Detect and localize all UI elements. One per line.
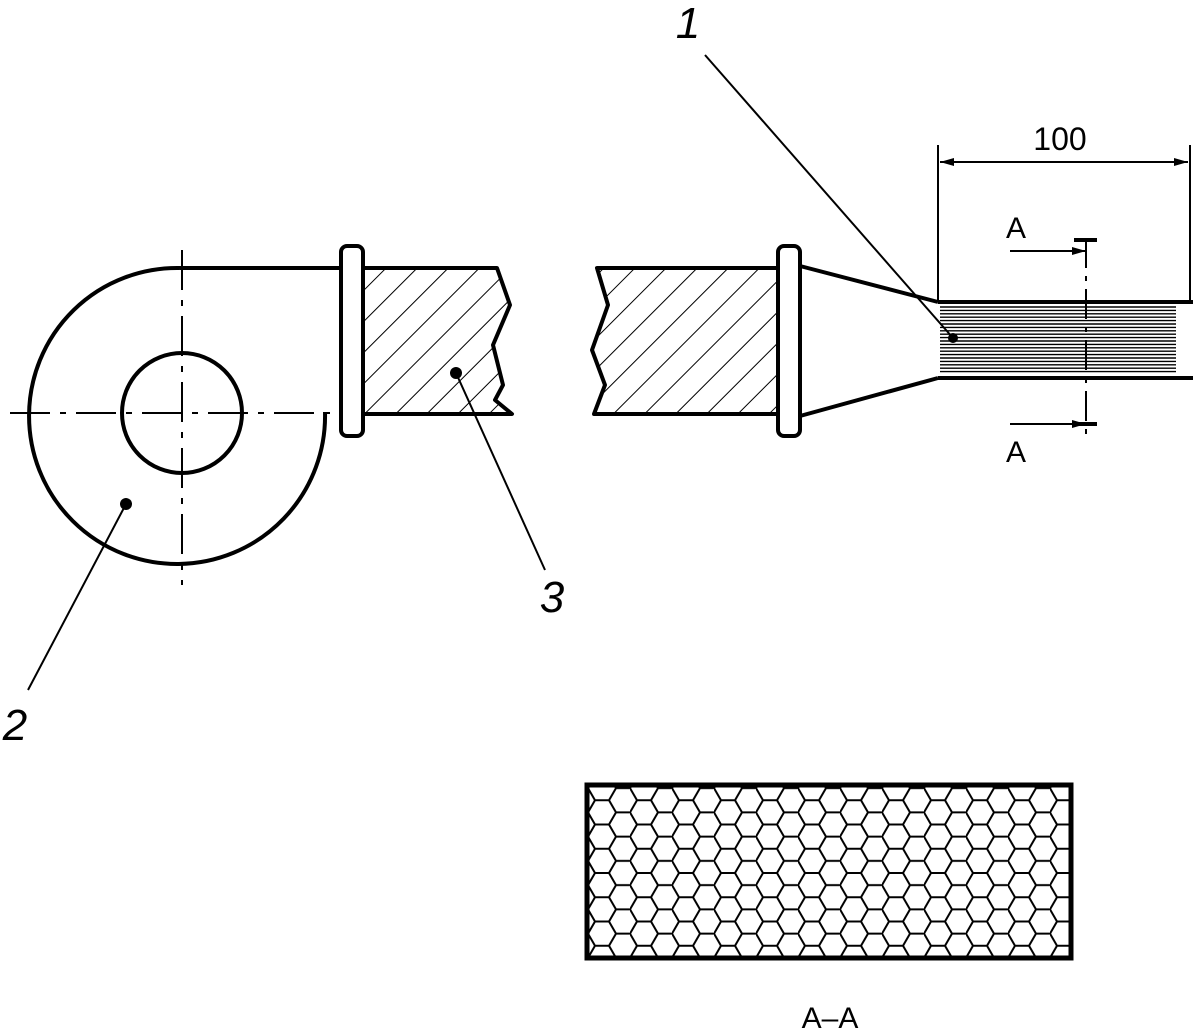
leader-1: [704, 54, 958, 343]
callout-1: 1: [676, 0, 700, 48]
callout-2: 2: [2, 701, 27, 750]
right-flange: [776, 244, 802, 438]
duct-left-section: [361, 266, 514, 416]
leader-2: [27, 498, 132, 691]
transition-cone: [799, 264, 939, 418]
section-marker-bottom-label: A: [1006, 436, 1026, 469]
dimension-label: 100: [1033, 121, 1086, 157]
dimension-100: 100: [937, 121, 1191, 300]
section-marker-top-label: A: [1006, 212, 1026, 245]
callout-3: 3: [540, 573, 565, 622]
duct-right-section: [590, 266, 780, 416]
flow-straightener-side-view: [938, 300, 1193, 380]
section-cut-marker: A A: [1006, 212, 1097, 469]
left-flange: [339, 244, 365, 438]
section-view-title: A–A: [802, 1002, 859, 1033]
fan-housing: [10, 250, 340, 585]
leader-3: [450, 367, 546, 571]
section-view-honeycomb: [584, 782, 1074, 961]
